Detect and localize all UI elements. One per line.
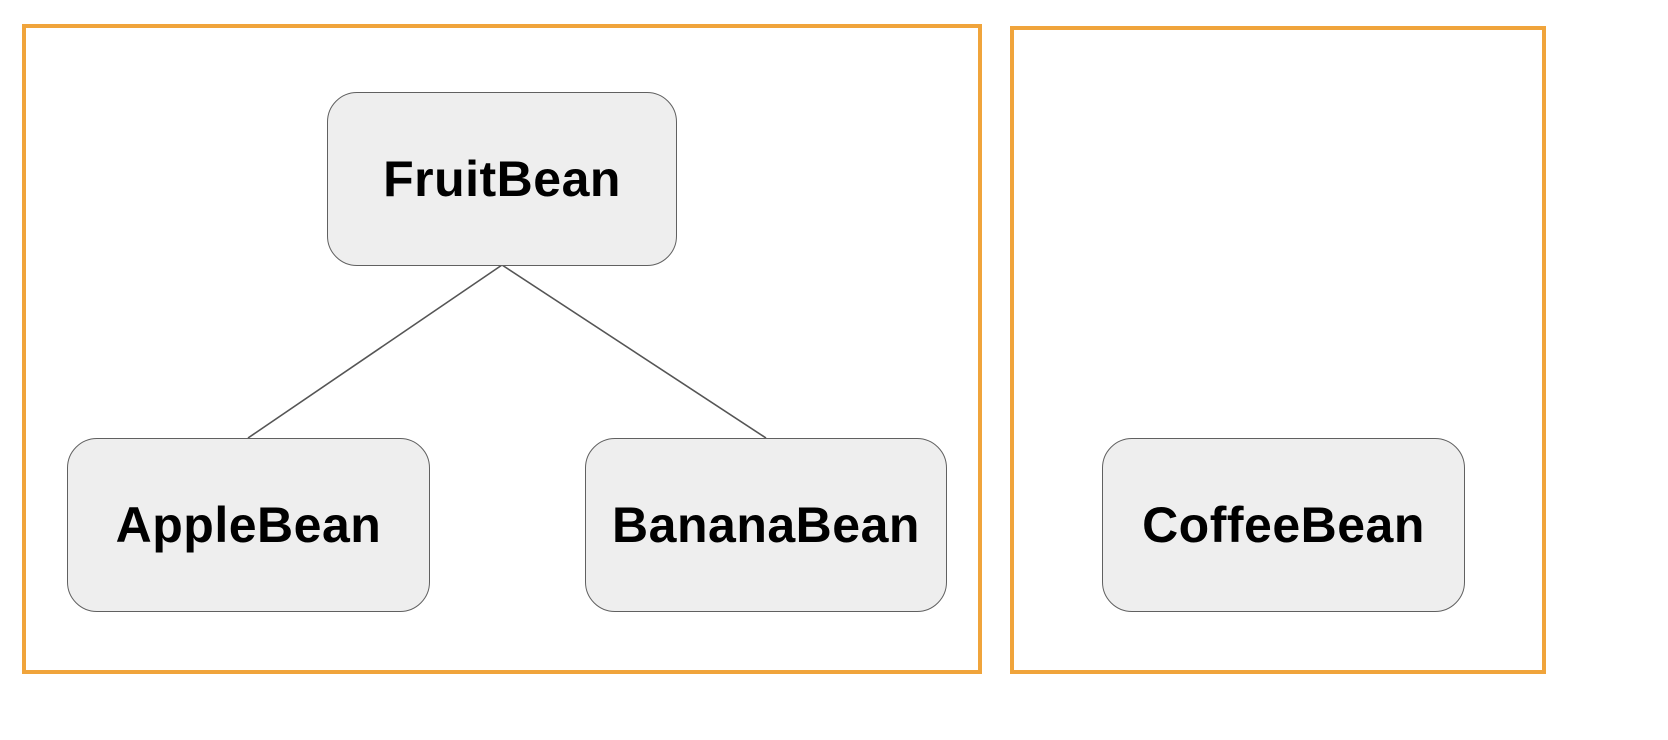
node-banana-bean[interactable]: BananaBean (585, 438, 947, 612)
node-fruit-bean[interactable]: FruitBean (327, 92, 677, 266)
group-frame-fruit (22, 24, 982, 674)
group-frame-coffee (1010, 26, 1546, 674)
node-label: BananaBean (612, 497, 920, 553)
node-apple-bean[interactable]: AppleBean (67, 438, 430, 612)
node-label: AppleBean (115, 497, 382, 553)
node-label: CoffeeBean (1142, 497, 1425, 553)
node-coffee-bean[interactable]: CoffeeBean (1102, 438, 1465, 612)
node-label: FruitBean (383, 151, 621, 207)
